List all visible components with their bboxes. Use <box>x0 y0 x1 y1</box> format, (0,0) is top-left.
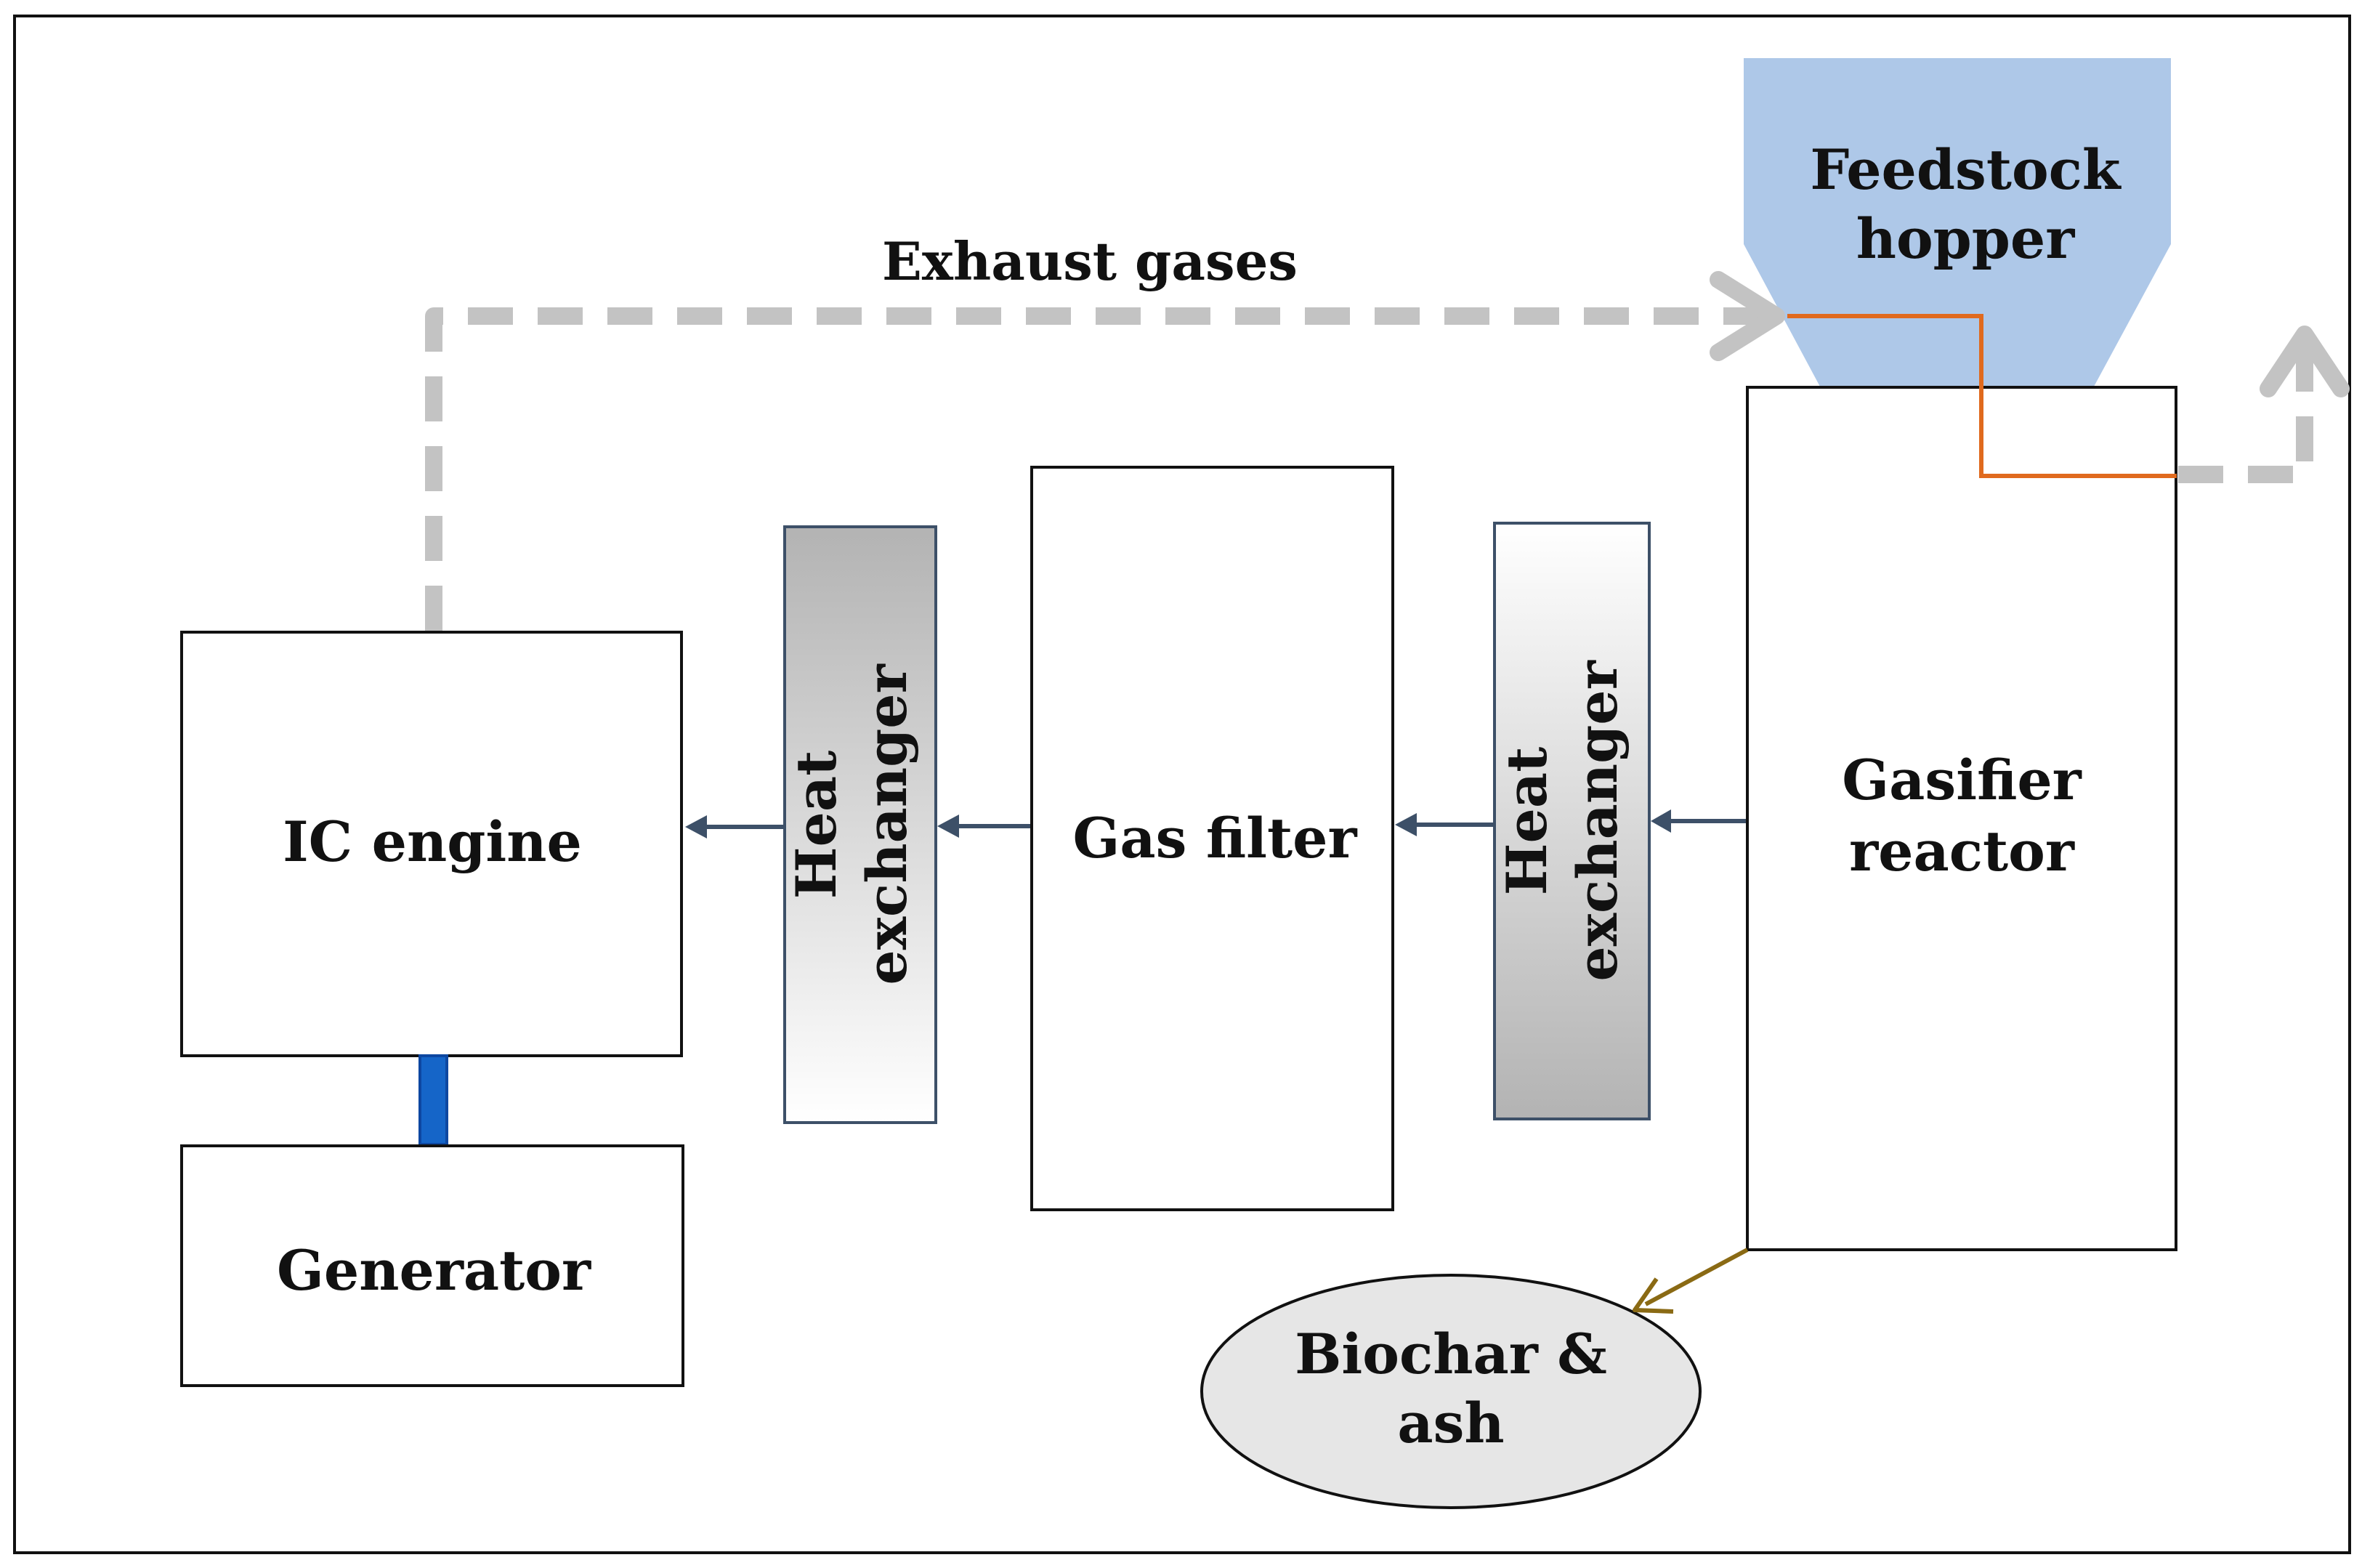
gasifier-label-2: reactor <box>1849 819 2075 884</box>
gas-flow-arrow-2 <box>1395 813 1493 836</box>
diagram-frame <box>13 15 2351 1554</box>
gasifier-reactor <box>1746 386 2177 1251</box>
generator-label: Generator <box>277 1238 591 1303</box>
heat-exchanger-right-label-2: exchanger <box>1565 660 1630 981</box>
heat-exchanger-right-label-1: Heat <box>1495 747 1559 896</box>
generator <box>180 1144 684 1387</box>
exhaust-arrowhead <box>1710 271 1785 361</box>
feedstock-hopper <box>1744 58 2171 387</box>
exhaust-out-arrowhead <box>2260 326 2350 397</box>
shaft-coupling <box>418 1054 448 1146</box>
gas-flow-arrow-3 <box>937 815 1030 838</box>
biochar-label-1: Biochar & <box>1295 1322 1607 1386</box>
feedstock-hopper-label-1: Feedstock <box>1810 137 2122 202</box>
gas-flow-arrow-4 <box>685 815 783 838</box>
exhaust-gases-label: Exhaust gases <box>882 230 1298 292</box>
gasifier-label-1: Gasifier <box>1842 748 2082 812</box>
ic-engine <box>180 631 683 1057</box>
feedstock-hopper-label-2: hopper <box>1856 206 2076 271</box>
biochar-arrow <box>1633 1248 1749 1314</box>
ic-engine-label: IC engine <box>283 809 582 874</box>
gas-filter-label: Gas filter <box>1072 806 1357 870</box>
heat-exchanger-left <box>783 525 937 1124</box>
heat-exchanger-left-label-2: exchanger <box>854 663 919 985</box>
heat-exchanger-right <box>1493 522 1651 1120</box>
feed-heat-line <box>1787 314 2177 478</box>
biochar-ash <box>1200 1274 1702 1509</box>
gas-filter <box>1030 466 1394 1211</box>
gas-flow-arrow-1 <box>1651 809 1746 833</box>
exhaust-out-line <box>2178 342 2313 483</box>
biochar-label-2: ash <box>1397 1391 1504 1455</box>
heat-exchanger-left-label-1: Heat <box>784 751 849 900</box>
exhaust-gas-line <box>425 307 1773 631</box>
